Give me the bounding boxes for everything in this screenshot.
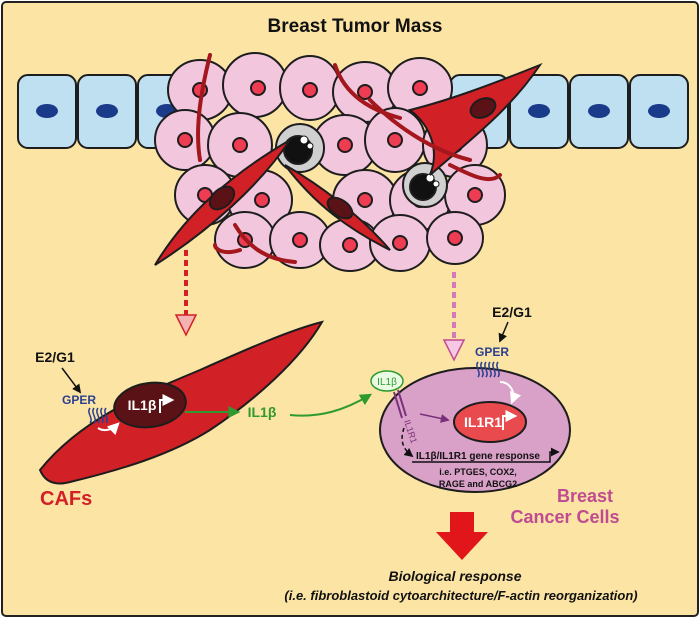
outcome-line2: (i.e. fibroblastoid cytoarchitecture/F-a… [284, 588, 637, 603]
fibroblast [284, 164, 391, 251]
il1b-secretion: IL1β [185, 393, 373, 420]
dashed-arrow-to-cafs [174, 250, 198, 337]
il1r1-receptor-icon [393, 389, 407, 419]
tumor-cell [364, 107, 426, 173]
cancer-stimulus-label: E2/G1 [492, 304, 532, 320]
cancer-cell-panel: E2/G1 GPER IL1β IL1R1 IL1R1 IL1β/IL1R1 g… [370, 304, 620, 527]
epithelial-cell [17, 74, 77, 149]
outcome-arrow [436, 512, 488, 560]
cancer-gper-signal-arrow [499, 381, 522, 405]
epithelial-cell [509, 74, 569, 149]
tumor-cell [279, 55, 341, 121]
caf-panel: E2/G1 IL1β GPER CAFs [35, 320, 325, 510]
gene-response-dashed-arrow [401, 427, 414, 458]
il1r1-to-nucleus-arrow [419, 413, 450, 423]
dashed-arrow-to-cancer-cells [442, 272, 466, 362]
caf-gper-receptor-icon [88, 407, 108, 424]
collagen-fibers [196, 53, 502, 264]
fibroblast [154, 139, 291, 266]
immune-cell [402, 162, 448, 208]
epithelial-cell [569, 74, 629, 149]
cancer-cell-label-line2: Cancer Cells [510, 507, 619, 527]
ligand-bubble [370, 370, 404, 392]
outcome-line1: Biological response [388, 568, 521, 584]
caf-stimulus-label: E2/G1 [35, 349, 75, 365]
gene-examples-line1: i.e. PTGES, COX2, [439, 467, 517, 477]
caf-cell-label: CAFs [40, 488, 92, 510]
caf-nucleus [113, 381, 187, 429]
tumor-cell [222, 52, 288, 118]
caf-nucleus-gene-label: IL1β [128, 397, 157, 413]
cancer-receptor-label: GPER [475, 345, 509, 359]
secreted-factor-label: IL1β [248, 404, 277, 420]
caf-receptor-label: GPER [62, 393, 96, 407]
gene-response-label: IL1β/IL1R1 gene response [416, 451, 540, 462]
cancer-nucleus-gene-label: IL1R1 [464, 414, 502, 430]
immune-cell [275, 123, 325, 173]
gene-examples-line2: RAGE and ABCG2 [439, 479, 517, 489]
cancer-cell-label-line1: Breast [557, 486, 613, 506]
ligand-bubble-label: IL1β [377, 377, 397, 388]
epithelial-cell [77, 74, 137, 149]
tumor-cell [369, 214, 431, 272]
tumor-cell [154, 109, 216, 171]
caf-gper-signal-arrow [97, 422, 120, 436]
epithelial-cell [629, 74, 689, 149]
gene-response-promoter [412, 447, 560, 463]
tumor-cell [426, 211, 484, 265]
tumor-fibroblasts [154, 62, 543, 266]
title: Breast Tumor Mass [268, 16, 443, 37]
cancer-gper-receptor-icon [476, 361, 500, 378]
